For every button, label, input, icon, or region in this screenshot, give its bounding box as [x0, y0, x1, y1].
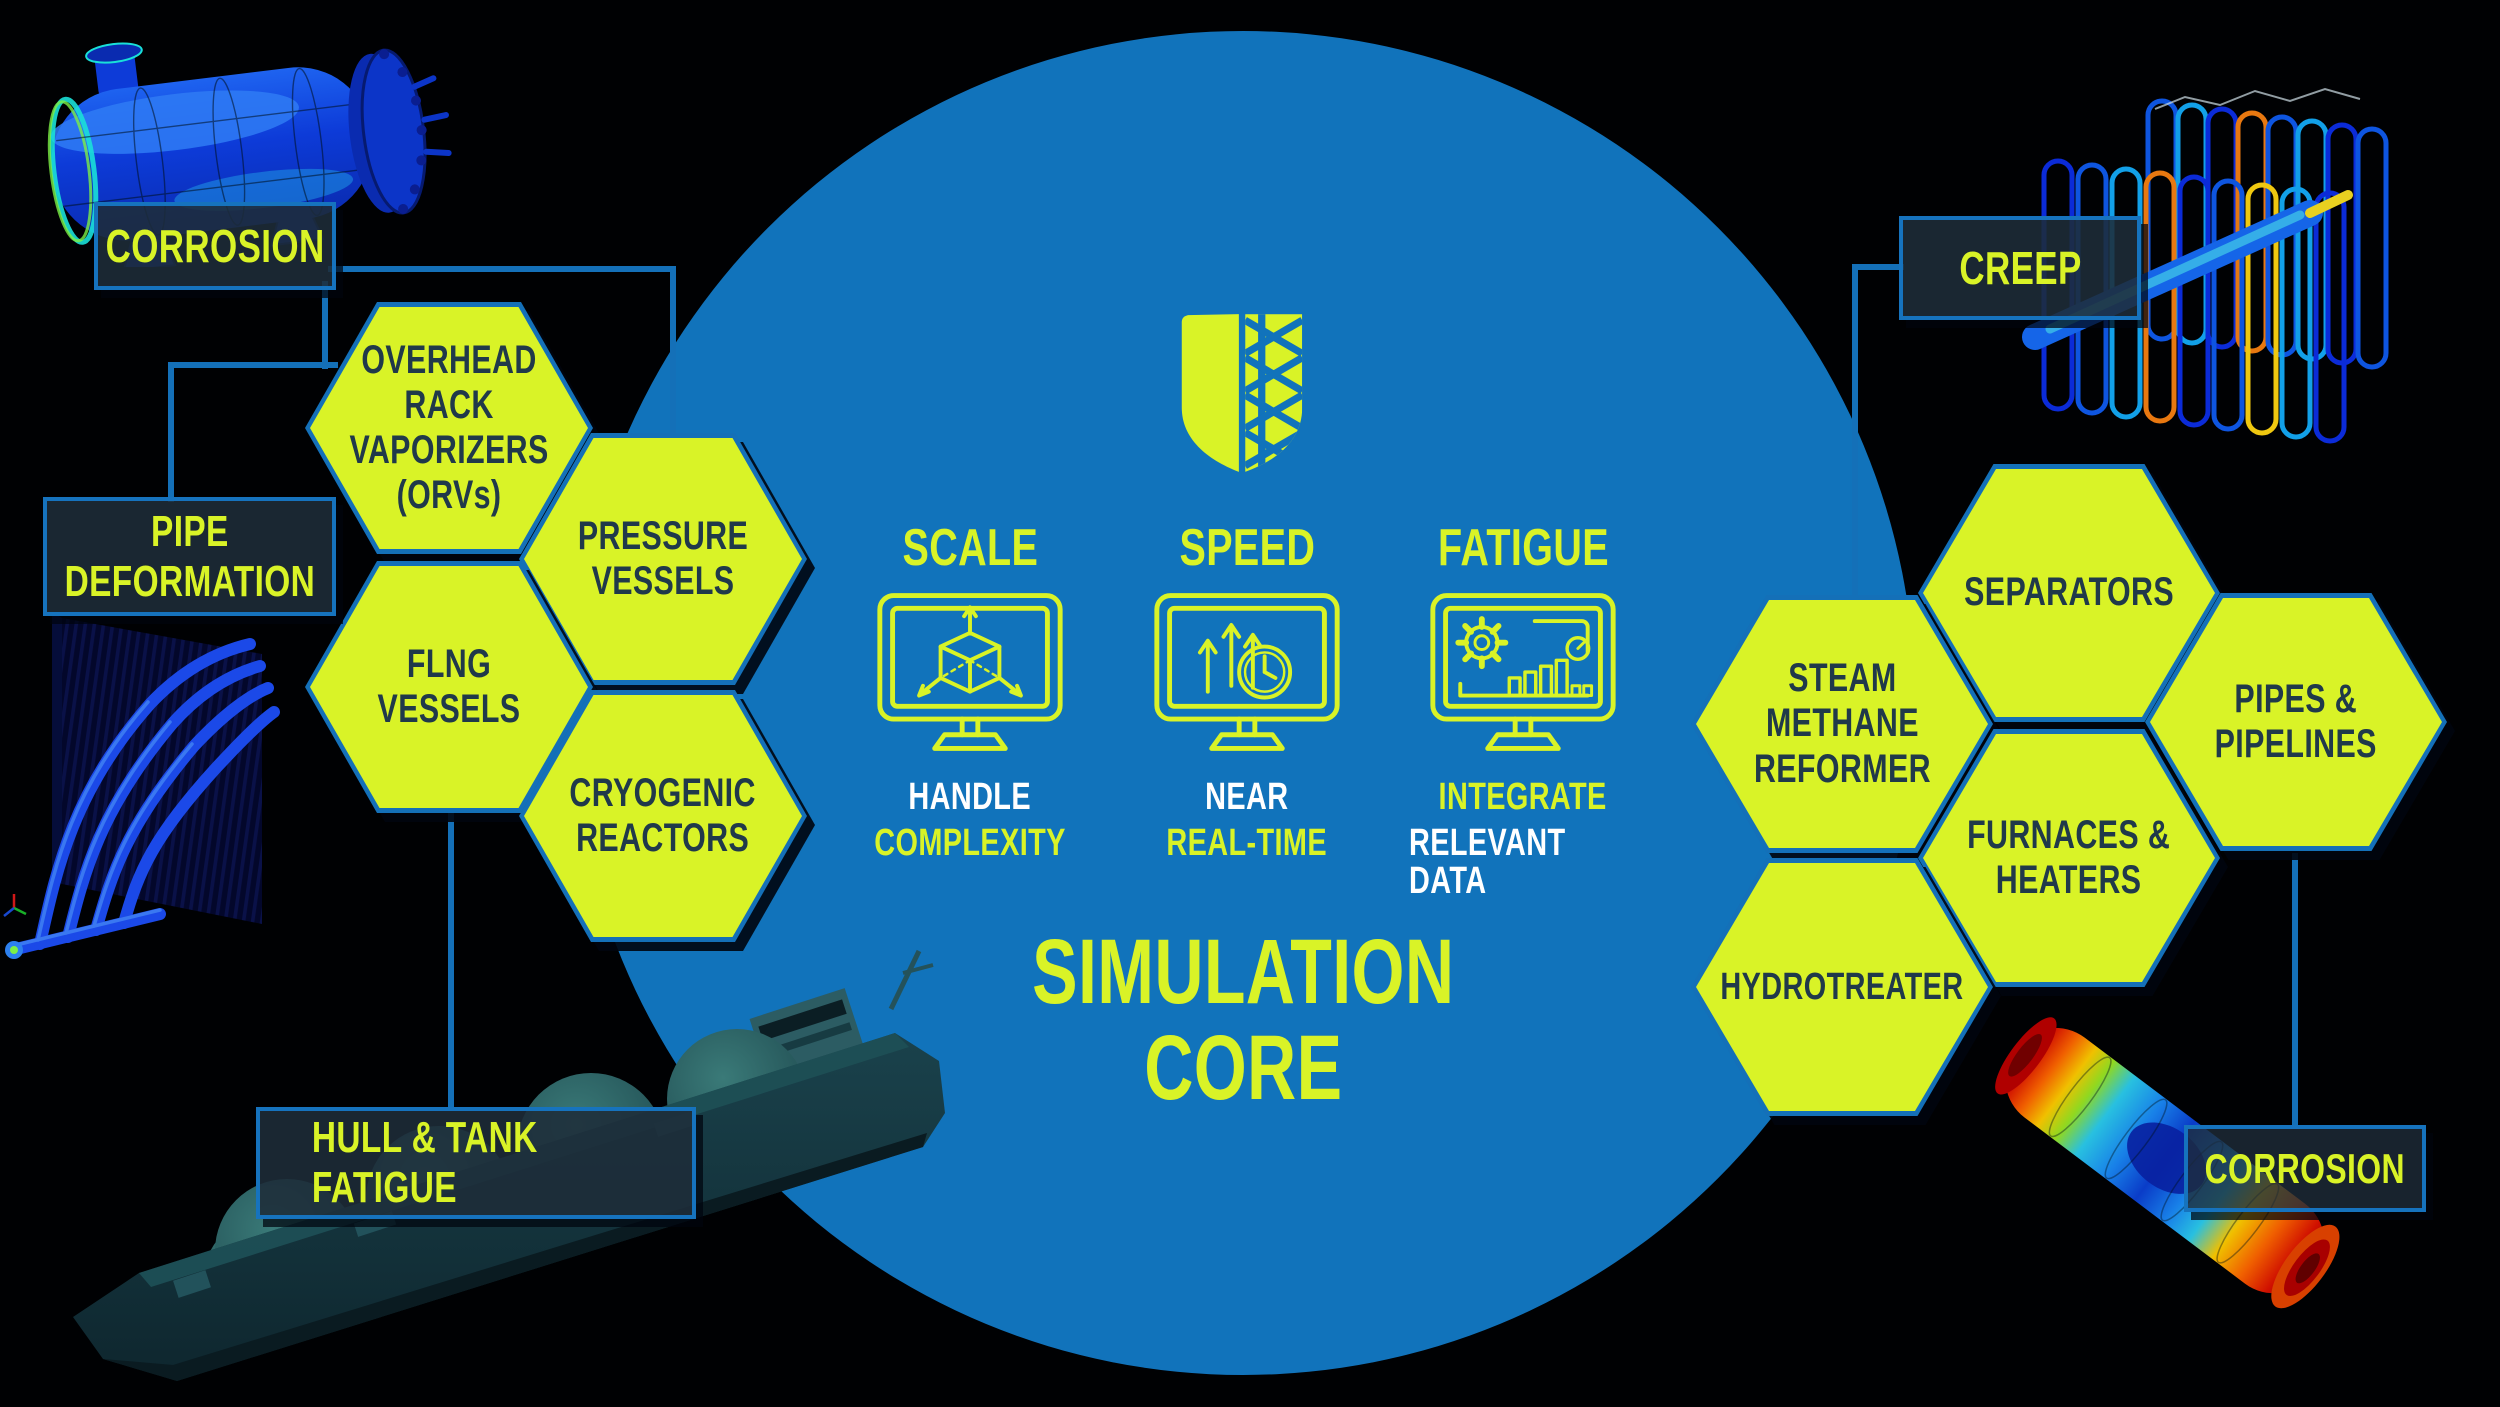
pillar-heading: SPEED [1179, 519, 1315, 577]
shield-logo-icon [1181, 314, 1303, 472]
hexagon-pipes-pipelines: PIPES & PIPELINES [2145, 593, 2447, 851]
hexagon-cryogenic-reactors: CRYOGENIC REACTORS [519, 690, 807, 942]
core-title: SIMULATION CORE [893, 921, 1593, 1119]
hexagon-steam-methane-reformer: STEAM METHANE REFORMER [1691, 595, 1993, 853]
callout-creep: CREEP [1899, 216, 2141, 320]
pillar-heading: FATIGUE [1437, 519, 1609, 577]
callout-label: PIPE DEFORMATION [64, 506, 315, 606]
hexagon-label: FURNACES & HEATERS [1967, 812, 2171, 902]
callout-corrosion-right: CORROSION [2184, 1125, 2426, 1212]
pillar-subtext-1: HANDLE [908, 776, 1032, 818]
callout-corrosion-left: CORROSION [94, 202, 336, 290]
pillar-subtext-1: INTEGRATE [1438, 776, 1608, 818]
connector-creep-h [1852, 264, 1904, 270]
hexagon-furnaces-heaters: FURNACES & HEATERS [1918, 729, 2220, 987]
hexagon-label: CRYOGENIC REACTORS [569, 770, 757, 860]
hexagon-label: HYDROTREATER [1720, 965, 1964, 1008]
pillar-fatigue: FATIGUE INTEGRATE RELEV [1373, 522, 1673, 900]
callout-label: CORROSION [105, 220, 325, 272]
connector-corrosion-to-pressure-vessels-h [328, 266, 676, 272]
connector-corrosion-to-pressure-vessels-v [670, 266, 676, 438]
core-title-text: SIMULATION CORE [1031, 921, 1455, 1119]
connector-creep-v [1852, 264, 1858, 598]
pillar-subtext-1: NEAR [1205, 776, 1289, 818]
hexagon-label: PIPES & PIPELINES [2214, 676, 2378, 766]
connector-flng-to-hull-fatigue [448, 808, 454, 1110]
hexagon-label: PRESSURE VESSELS [577, 513, 749, 603]
connector-pipe-deformation-h [168, 362, 338, 368]
connector-pipe-deformation-v [168, 362, 174, 502]
hexagon-hydrotreater: HYDROTREATER [1691, 858, 1993, 1116]
pillar-subtext-2: REAL-TIME [1166, 822, 1328, 864]
callout-label: CREEP [1958, 242, 2082, 294]
cube-scale-monitor-icon [877, 593, 1063, 751]
connector-pipes-to-corrosion [2292, 853, 2298, 1128]
pillar-subtext-2: RELEVANT DATA [1409, 822, 1566, 902]
callout-label: CORROSION [2204, 1144, 2406, 1192]
pipe-rack-deformation-image [3, 612, 280, 959]
hexagon-flng-vessels: FLNG VESSELS [305, 561, 593, 813]
hexagon-label: SEPARATORS [1964, 570, 2174, 615]
speed-clock-monitor-icon [1154, 593, 1340, 751]
pillar-scale: SCALE HANDLE COMPLEXITY [820, 522, 1120, 862]
callout-pipe-deformation: PIPE DEFORMATION [43, 497, 336, 616]
pillar-speed: SPEED NEAR REAL-TIME [1097, 522, 1397, 862]
hexagon-pressure-vessels: PRESSURE VESSELS [519, 433, 807, 685]
callout-label: HULL & TANK FATIGUE [311, 1113, 538, 1212]
hexagon-separators: SEPARATORS [1918, 464, 2220, 722]
gear-chart-monitor-icon [1430, 593, 1616, 751]
hexagon-label: STEAM METHANE REFORMER [1753, 656, 1931, 791]
connector-corrosion-to-orv [322, 281, 328, 369]
hexagon-overhead-rack-vaporizers: OVERHEAD RACK VAPORIZERS (ORVs) [305, 302, 593, 554]
hexagon-label: FLNG VESSELS [377, 641, 521, 731]
hexagon-label: OVERHEAD RACK VAPORIZERS (ORVs) [349, 337, 549, 518]
callout-hull-tank-fatigue: HULL & TANK FATIGUE [256, 1107, 696, 1219]
pillar-heading: SCALE [902, 519, 1038, 577]
pillar-subtext-2: COMPLEXITY [874, 822, 1066, 864]
